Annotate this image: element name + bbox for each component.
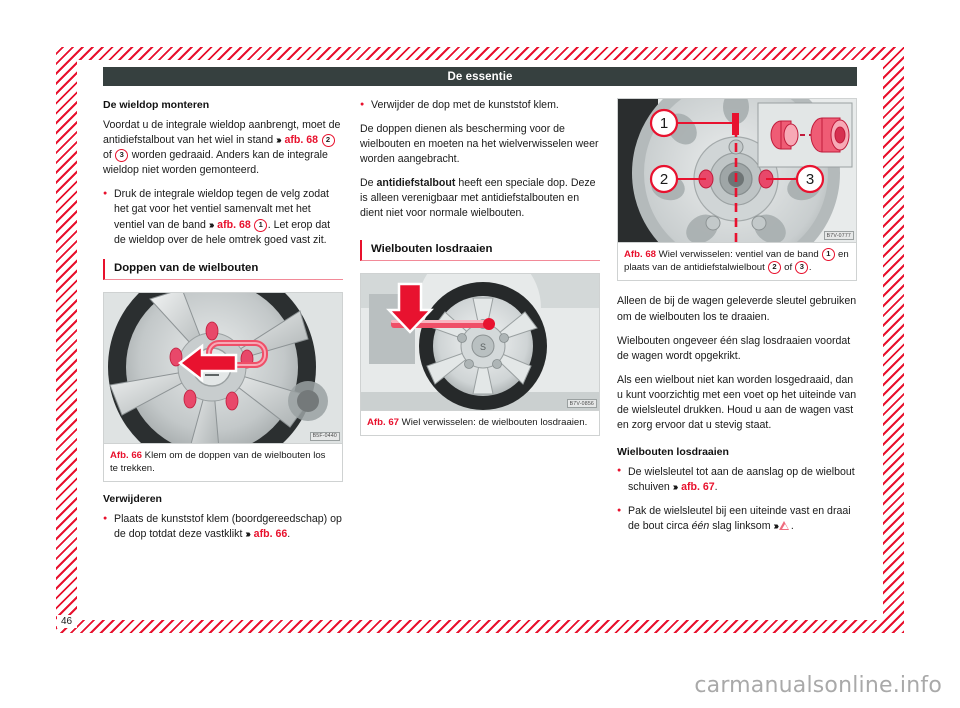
section-heading-loosen-bolts: Wielbouten losdraaien: [360, 240, 600, 262]
figure-67-caption-text: Wiel verwisselen: de wielbouten losdraai…: [401, 417, 588, 429]
figure-67-image: S B7V-0856: [360, 273, 600, 412]
figure-68-image: 1 2 3 B7V-0777: [617, 98, 857, 243]
figure-66-image: B5F-0440: [103, 291, 343, 444]
right-paragraph-1: Alleen de bij de wagen geleverde sleutel…: [617, 295, 857, 323]
wheel-with-wrench-illustration: S: [361, 274, 599, 411]
mid-paragraph-2: De antidiefstalbout heeft een speciale d…: [360, 176, 600, 221]
left-para1-text-b: worden gedraaid. Anders kan de integrale…: [103, 149, 328, 177]
middle-column: Verwijder de dop met de kunststof klem. …: [360, 97, 600, 446]
mid-para2-bold-term: antidiefstalbout: [376, 177, 456, 190]
right-bullet2-text-a: Pak de wielsleutel bij een uiteinde vast…: [628, 505, 851, 533]
figure-68-caption-mid2: of: [781, 262, 795, 274]
mid-para2-text-a: De: [360, 177, 377, 190]
figure-67-code: B7V-0856: [566, 399, 597, 409]
figure-67-caption: Afb. 67 Wiel verwisselen: de wielbouten …: [360, 411, 600, 437]
figure-68-caption-end: .: [808, 262, 812, 274]
arrow-down-icon: [386, 282, 434, 335]
chevron-triple-icon: ›››: [672, 481, 679, 493]
callout-number: 3: [115, 149, 129, 163]
right-column: 1 2 3 B7V-0777 Afb. 68 Wiel verwisselen:…: [617, 98, 857, 543]
figure-68-code: B7V-0777: [823, 231, 854, 240]
chevron-triple-icon: ›››: [245, 529, 251, 541]
left-para1-text-mid: of: [103, 149, 115, 162]
figure-68-caption: Afb. 68 Wiel verwisselen: ventiel van de…: [617, 243, 857, 282]
page-header-bar: De essentie: [103, 67, 857, 86]
figure-68-caption-a: Wiel verwisselen: ventiel van de band: [658, 249, 822, 260]
callout-bubbles: 1 2 3: [649, 108, 825, 194]
callout-number: 1: [254, 218, 268, 232]
left-bullet1-text-a: Druk de integrale wieldop tegen de velg …: [114, 188, 329, 231]
right-bullet-2: Pak de wielsleutel bij een uiteinde vast…: [617, 504, 857, 534]
right-bullet1-text-a: De wielsleutel tot aan de aanslag op de …: [628, 465, 855, 493]
figure-66-caption: Afb. 66 Klem om de doppen van de wielbou…: [103, 443, 343, 483]
right-bullet2-text-end: .: [790, 520, 794, 533]
section-heading-wheelbolt-caps: Doppen van de wielbouten: [103, 258, 343, 280]
figure-67: S B7V-0856 Afb. 67: [360, 273, 600, 437]
callout-number: 2: [767, 261, 781, 275]
left-bullet1-figure-ref[interactable]: afb. 68: [217, 218, 251, 231]
mid-para2-text-b: heeft een speciale dop. Deze is alleen v…: [360, 177, 596, 220]
right-bullet2-text-b: slag linksom: [709, 520, 774, 533]
callout-number: 2: [321, 134, 335, 148]
left-bullet-2: Plaats de kunststof klem (boordgereedsch…: [103, 512, 343, 542]
svg-text:1: 1: [660, 115, 668, 132]
left-bullet2-text-a: Plaats de kunststof klem (boordgereedsch…: [114, 513, 342, 541]
chevron-triple-icon: ›››: [276, 135, 282, 147]
left-column: De wieldop monteren Voordat u de integra…: [103, 98, 343, 552]
figure-66-caption-text: Klem om de doppen van de wielbouten los …: [110, 449, 326, 474]
right-subheading-loosen-bolts: Wielbouten losdraaien: [617, 445, 729, 458]
page-number: 46: [57, 615, 78, 628]
page-title: De essentie: [447, 70, 513, 83]
mid-paragraph-1: De doppen dienen als bescherming voor de…: [360, 123, 599, 166]
steel-wheel-callouts-illustration: 1 2 3: [618, 99, 856, 242]
warning-triangle-icon: [779, 521, 790, 531]
right-bullet-1: De wielsleutel tot aan de aanslag op de …: [617, 464, 857, 495]
svg-text:2: 2: [660, 171, 668, 188]
left-bullet1-text-b: . Let erop dat de wieldop over de hele o…: [114, 218, 331, 246]
left-para1-figure-ref[interactable]: afb. 68: [284, 134, 319, 147]
figure-68-label: Afb. 68: [624, 249, 656, 260]
callout-number: 3: [795, 261, 809, 275]
alloy-wheel-clip-illustration: [104, 292, 342, 443]
svg-text:3: 3: [806, 171, 814, 188]
figure-66-code: B5F-0440: [309, 431, 340, 441]
bolt-cap-inset: [757, 102, 853, 168]
figure-66: B5F-0440 Afb. 66 Klem om de doppen van d…: [103, 291, 343, 483]
arrow-left-icon: [177, 343, 238, 383]
left-bullet2-text-b: .: [287, 528, 291, 541]
right-bullet2-italic-word: één: [691, 520, 710, 533]
left-para1-text-a: Voordat u de integrale wieldop aanbrengt…: [103, 119, 341, 147]
left-bullet-1: Druk de integrale wieldop tegen de velg …: [103, 187, 343, 247]
right-paragraph-3: Als een wielbout niet kan worden losgedr…: [617, 373, 857, 431]
left-heading: De wieldop monteren: [103, 99, 210, 111]
chevron-triple-icon: ›››: [773, 521, 779, 533]
left-subheading-verwijderen: Verwijderen: [103, 493, 162, 506]
figure-68-caption-mid: en plaats van de antidiefstalwielbout: [624, 249, 849, 274]
figure-67-label: Afb. 67: [367, 417, 399, 429]
right-paragraph-2: Wielbouten ongeveer één slag losdraaien …: [617, 334, 851, 362]
figure-66-label: Afb. 66: [110, 449, 142, 461]
figure-68: 1 2 3 B7V-0777 Afb. 68 Wiel verwisselen:…: [617, 98, 857, 282]
left-paragraph-1: Voordat u de integrale wieldop aanbrengt…: [103, 118, 343, 178]
mid-bullet-1: Verwijder de dop met de kunststof klem.: [360, 97, 600, 113]
chevron-triple-icon: ›››: [208, 219, 215, 231]
site-watermark: carmanualsonline.info: [694, 673, 942, 698]
callout-number: 1: [821, 248, 835, 261]
right-bullet1-text-b: .: [714, 480, 718, 493]
left-bullet2-figure-ref[interactable]: afb. 66: [253, 528, 288, 541]
right-bullet1-figure-ref[interactable]: afb. 67: [681, 480, 715, 493]
svg-text:S: S: [480, 342, 486, 352]
